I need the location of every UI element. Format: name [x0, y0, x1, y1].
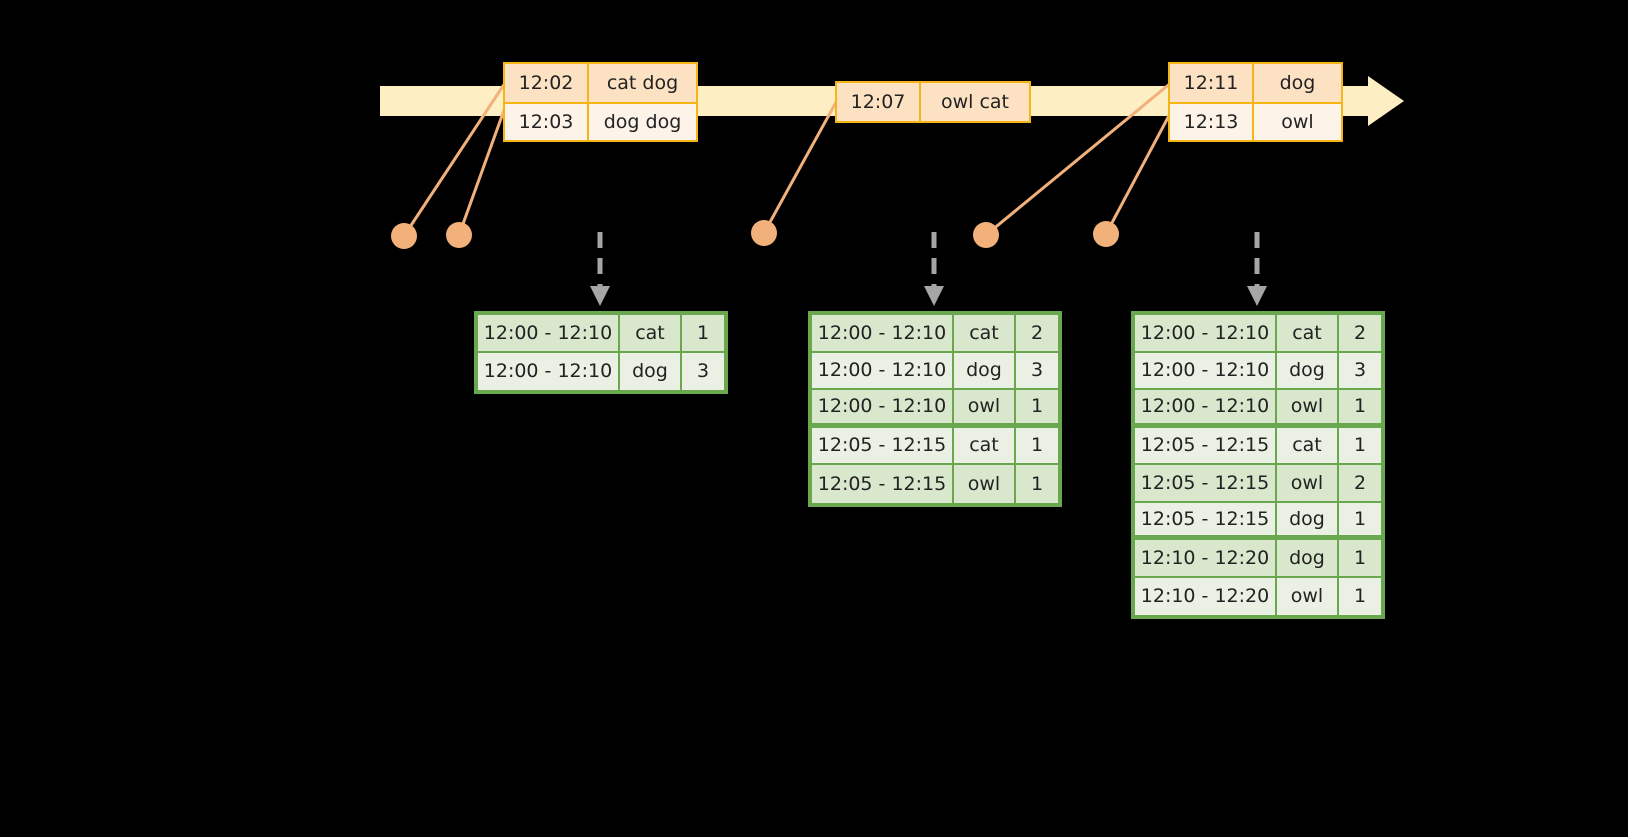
event-words: owl cat — [940, 91, 1010, 113]
watermark-dot — [751, 220, 777, 246]
word-cell: dog — [1277, 502, 1339, 540]
window-cell: 12:00 - 12:10 — [1135, 352, 1277, 390]
watermark-connector-line — [1104, 109, 1174, 235]
watermark-connector-line — [457, 101, 509, 236]
window-cell: 12:10 - 12:20 — [1135, 540, 1277, 578]
window-cell: 12:00 - 12:10 — [812, 315, 954, 353]
count-cell: 3 — [696, 360, 710, 383]
window-cell: 12:05 - 12:15 — [1135, 502, 1277, 540]
window-cell: 12:10 - 12:20 — [1135, 577, 1277, 615]
count-cell: 3 — [1339, 353, 1381, 390]
window-cell: 12:05 - 12:15 — [812, 427, 954, 465]
window-cell: 12:00 - 12:10 — [478, 315, 620, 353]
timeline-arrowhead-icon — [1368, 76, 1404, 126]
word-cell: cat — [1277, 427, 1339, 465]
event-timestamp: 12:07 — [837, 83, 921, 121]
word-cell: owl — [1277, 390, 1339, 428]
window-cell: 12:05 - 12:15 — [1135, 427, 1277, 465]
watermark-dot — [973, 222, 999, 248]
window-cell: 12:00 - 12:10 — [1135, 315, 1277, 353]
count-cell: 2 — [1339, 315, 1381, 353]
word-cell: cat — [620, 315, 682, 353]
count-cell: 1 — [1016, 390, 1058, 428]
word-cell: owl — [1277, 577, 1339, 615]
window-cell: 12:05 - 12:15 — [812, 465, 954, 503]
word-cell: dog — [1277, 352, 1339, 390]
word-cell: dog — [620, 352, 682, 390]
count-cell: 1 — [1339, 503, 1381, 540]
event-words: dog dog — [603, 111, 682, 133]
event-box: 12:02 cat dog 12:03 dog dog — [503, 62, 698, 142]
word-cell: owl — [954, 465, 1016, 503]
word-cell: owl — [954, 390, 1016, 428]
word-cell: dog — [1277, 540, 1339, 578]
count-cell: 2 — [1016, 315, 1058, 353]
word-cell: dog — [954, 352, 1016, 390]
event-timestamp: 12:13 — [1170, 104, 1254, 140]
event-words: owl — [1281, 111, 1314, 133]
count-cell: 1 — [682, 315, 724, 353]
event-row: 12:11 dog — [1170, 64, 1341, 102]
window-cell: 12:05 - 12:15 — [1135, 465, 1277, 503]
window-cell: 12:00 - 12:10 — [478, 352, 620, 390]
count-cell: 2 — [1339, 465, 1381, 503]
event-words: dog — [1279, 72, 1316, 94]
count-cell: 1 — [1339, 540, 1381, 578]
count-cell: 1 — [1339, 428, 1381, 465]
word-cell: cat — [954, 315, 1016, 353]
word-cell: owl — [1277, 465, 1339, 503]
count-cell: 1 — [1016, 428, 1058, 465]
word-cell: cat — [954, 427, 1016, 465]
event-row: 12:13 owl — [1170, 102, 1341, 140]
dashed-down-arrow-icon — [924, 232, 944, 306]
event-timestamp: 12:03 — [505, 104, 589, 140]
watermark-dot — [446, 222, 472, 248]
watermark-dot — [391, 223, 417, 249]
event-timestamp: 12:02 — [505, 64, 589, 102]
dashed-down-arrow-icon — [1247, 232, 1267, 306]
word-cell: cat — [1277, 315, 1339, 353]
window-cell: 12:00 - 12:10 — [812, 390, 954, 428]
event-row: 12:03 dog dog — [505, 102, 696, 140]
count-cell: 3 — [1016, 353, 1058, 390]
count-cell: 1 — [1339, 390, 1381, 428]
event-words: cat dog — [606, 72, 679, 94]
dashed-down-arrow-icon — [590, 232, 610, 306]
count-cell: 1 — [1030, 472, 1044, 495]
event-row: 12:02 cat dog — [505, 64, 696, 102]
window-cell: 12:00 - 12:10 — [812, 352, 954, 390]
event-box: 12:11 dog 12:13 owl — [1168, 62, 1343, 142]
event-timestamp: 12:11 — [1170, 64, 1254, 102]
event-box: 12:07 owl cat — [835, 81, 1031, 123]
event-row: 12:07 owl cat — [837, 83, 1029, 121]
watermark-dot — [1093, 221, 1119, 247]
window-cell: 12:00 - 12:10 — [1135, 390, 1277, 428]
count-cell: 1 — [1353, 585, 1367, 608]
